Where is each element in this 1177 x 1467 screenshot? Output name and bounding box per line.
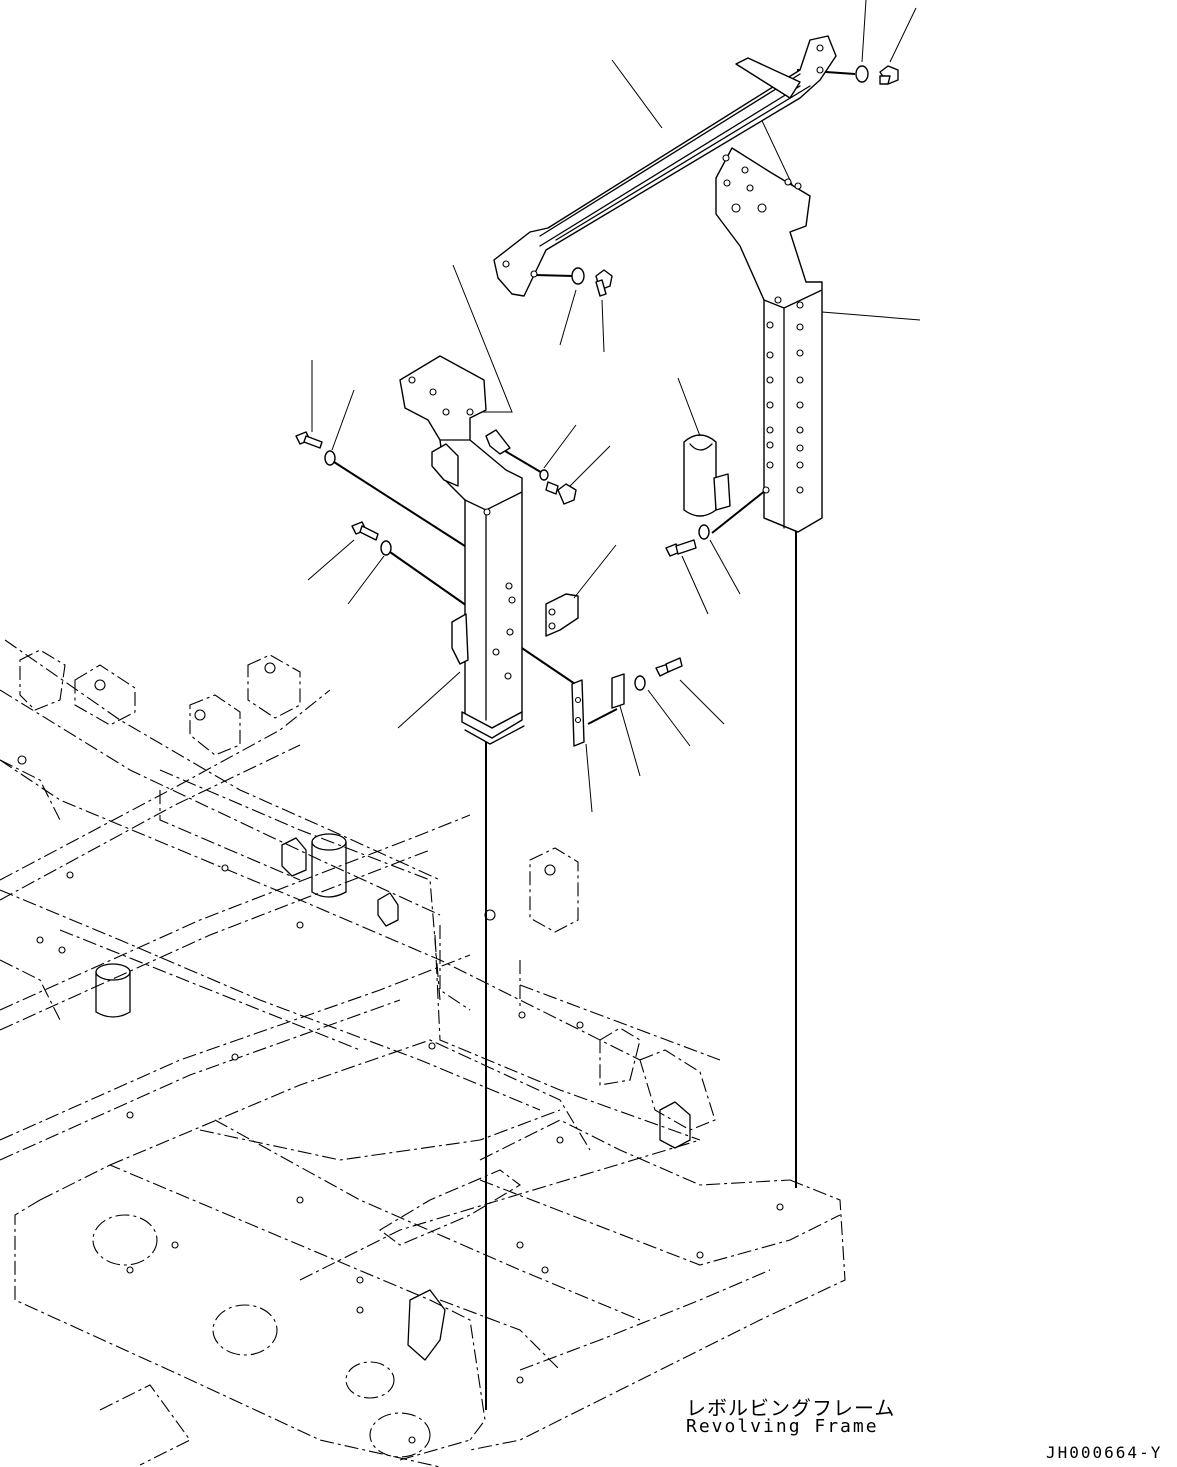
bolt-2 (351, 521, 379, 541)
bolt-6 (665, 539, 697, 557)
callout-leaders (307, 0, 921, 813)
drawing-code: JH000664-Y (1046, 1443, 1163, 1462)
top-cross-beam (493, 35, 837, 297)
revolving-frame (0, 639, 846, 1467)
revolving-frame-label-en: Revolving Frame (686, 1416, 879, 1437)
left-cab-post (399, 355, 525, 745)
bolt-4 (879, 65, 899, 85)
bolt-5 (545, 481, 577, 505)
revolving-frame-label-jp: レボルビングフレーム (686, 1396, 896, 1420)
bolt-7 (655, 657, 683, 677)
install-lines (333, 69, 856, 1410)
bolt-1 (295, 431, 323, 449)
bolt-3 (595, 269, 613, 297)
small-parts (324, 65, 869, 747)
bolts (295, 65, 899, 677)
right-cab-post (715, 147, 823, 533)
frame-details (17, 649, 784, 1458)
